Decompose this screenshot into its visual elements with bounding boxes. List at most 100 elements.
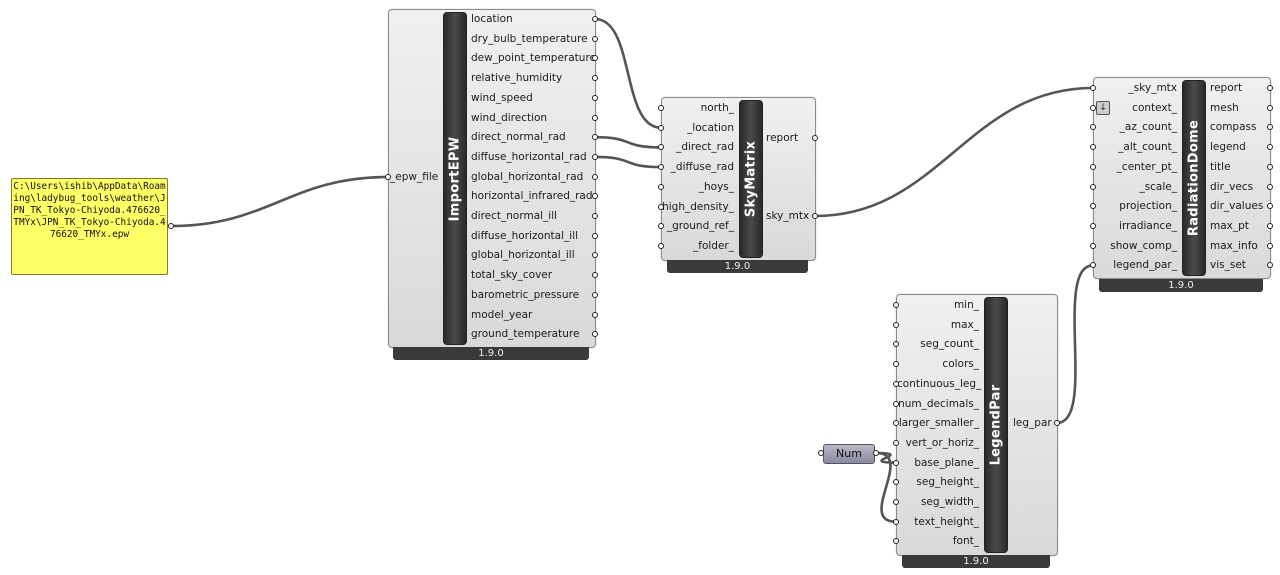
- output-grip[interactable]: [1267, 242, 1273, 249]
- input-grip[interactable]: [1090, 222, 1096, 229]
- input-grip[interactable]: [1090, 242, 1096, 249]
- input-grip[interactable]: [658, 144, 664, 151]
- wire-sky-mtx[interactable]: [814, 86, 1094, 218]
- wire-diffuse-rad[interactable]: [594, 155, 662, 169]
- input-grip[interactable]: [658, 223, 664, 230]
- output-report: report: [766, 132, 799, 144]
- input-grip[interactable]: [893, 341, 899, 348]
- output-grip[interactable]: [592, 272, 598, 279]
- input-font: font_: [952, 535, 979, 548]
- input-grip[interactable]: [893, 361, 899, 368]
- output-grip[interactable]: [592, 331, 598, 338]
- input-grip[interactable]: [893, 420, 899, 427]
- output-grip[interactable]: [592, 213, 598, 219]
- input-grip[interactable]: [893, 459, 899, 466]
- down-arrow-icon[interactable]: ↓: [1096, 101, 1110, 115]
- legendpar-core[interactable]: LegendPar: [984, 297, 1008, 553]
- output-direct-normal-ill: direct_normal_ill: [471, 210, 558, 222]
- wire-leg-par[interactable]: [1056, 264, 1094, 425]
- output-grip[interactable]: [1267, 222, 1273, 229]
- importepw-version: 1.9.0: [393, 347, 589, 360]
- output-grip[interactable]: [1054, 420, 1060, 426]
- input-grip[interactable]: [1090, 163, 1096, 170]
- output-grip[interactable]: [812, 213, 818, 219]
- radiationdome-core[interactable]: RadiationDome: [1182, 80, 1206, 276]
- output-grip[interactable]: [592, 55, 598, 62]
- radiationdome-component[interactable]: RadiationDome: [1093, 77, 1271, 279]
- output-grip[interactable]: [1267, 262, 1273, 269]
- output-wind-direction: wind_direction: [471, 111, 548, 124]
- output-leg-par: leg_par: [1013, 417, 1052, 429]
- output-grip[interactable]: [592, 35, 598, 42]
- output-grip[interactable]: [1267, 203, 1273, 210]
- input-max: max_: [950, 318, 979, 331]
- input-grip[interactable]: [658, 105, 664, 111]
- skymatrix-core[interactable]: SkyMatrix: [739, 100, 763, 258]
- output-grip[interactable]: [1267, 104, 1273, 111]
- legendpar-component[interactable]: LegendPar: [896, 294, 1058, 556]
- output-grip[interactable]: [592, 232, 598, 239]
- output-dry-bulb-temperature: dry_bulb_temperature: [471, 32, 588, 45]
- input-grip[interactable]: [1090, 85, 1096, 91]
- input-grip[interactable]: [893, 479, 899, 486]
- input-grip[interactable]: [658, 164, 664, 171]
- output-grip[interactable]: [592, 173, 598, 180]
- input-grip[interactable]: [893, 499, 899, 505]
- input-grip[interactable]: [658, 124, 664, 131]
- output-grip[interactable]: [592, 291, 598, 298]
- output-grip[interactable]: [592, 94, 598, 101]
- input-grip[interactable]: [1090, 124, 1096, 131]
- output-wind-speed: wind_speed: [471, 91, 533, 104]
- input-projection: projection_: [1119, 200, 1177, 213]
- input-grip[interactable]: [1090, 144, 1096, 151]
- output-grip[interactable]: [592, 114, 598, 121]
- input-grip[interactable]: [1090, 183, 1096, 190]
- input-grip[interactable]: [893, 321, 899, 328]
- output-grip[interactable]: [592, 252, 598, 259]
- output-grip[interactable]: [592, 134, 598, 141]
- input-grip[interactable]: [658, 203, 664, 210]
- importepw-component[interactable]: ImportEPW: [388, 9, 596, 348]
- wire-num-text-height[interactable]: [875, 451, 897, 523]
- input-grip[interactable]: [1090, 203, 1096, 210]
- input-grip[interactable]: [893, 380, 899, 387]
- input-grip[interactable]: [893, 302, 899, 308]
- input-grip[interactable]: [658, 183, 664, 190]
- input-grip[interactable]: [893, 439, 899, 446]
- output-grip[interactable]: [592, 311, 598, 318]
- input-grip[interactable]: [893, 400, 899, 407]
- wire-location[interactable]: [594, 17, 662, 129]
- file-path-panel[interactable]: C:\Users\ishib\AppData\Roaming\ladybug_t…: [11, 178, 168, 275]
- num-output-grip[interactable]: [873, 450, 879, 456]
- input-grip[interactable]: [385, 174, 391, 180]
- output-grip[interactable]: [592, 193, 598, 200]
- wire-direct-rad[interactable]: [594, 135, 662, 149]
- skymatrix-version: 1.9.0: [667, 260, 808, 273]
- output-grip[interactable]: [1267, 183, 1273, 190]
- number-parameter[interactable]: Num: [823, 444, 875, 464]
- num-input-grip[interactable]: [818, 450, 824, 456]
- output-grip[interactable]: [1267, 144, 1273, 151]
- output-horizontal-infrared-rad: horizontal_infrared_rad: [471, 190, 593, 203]
- output-grip[interactable]: [1267, 163, 1273, 170]
- output-grip[interactable]: [592, 153, 598, 160]
- input-high-density: high_density_: [662, 200, 734, 213]
- input-grip[interactable]: [1090, 262, 1096, 269]
- input-grip[interactable]: [893, 518, 899, 525]
- output-grip[interactable]: [1267, 124, 1273, 131]
- output-grip[interactable]: [592, 75, 598, 82]
- output-grip[interactable]: [592, 16, 598, 22]
- wire-panel-to-epw[interactable]: [170, 175, 389, 228]
- input-grip[interactable]: [658, 242, 664, 249]
- importepw-core[interactable]: ImportEPW: [443, 12, 467, 345]
- wire-num-base-plane[interactable]: [875, 451, 897, 464]
- input-grip[interactable]: [1090, 104, 1096, 111]
- input-irradiance: irradiance_: [1119, 219, 1177, 232]
- output-grip[interactable]: [812, 135, 818, 141]
- output-grip[interactable]: [1267, 85, 1273, 91]
- output-compass: compass: [1210, 121, 1257, 134]
- input-alt-count: _alt_count_: [1118, 141, 1177, 154]
- panel-output-grip[interactable]: [168, 223, 174, 229]
- input-grip[interactable]: [893, 538, 899, 545]
